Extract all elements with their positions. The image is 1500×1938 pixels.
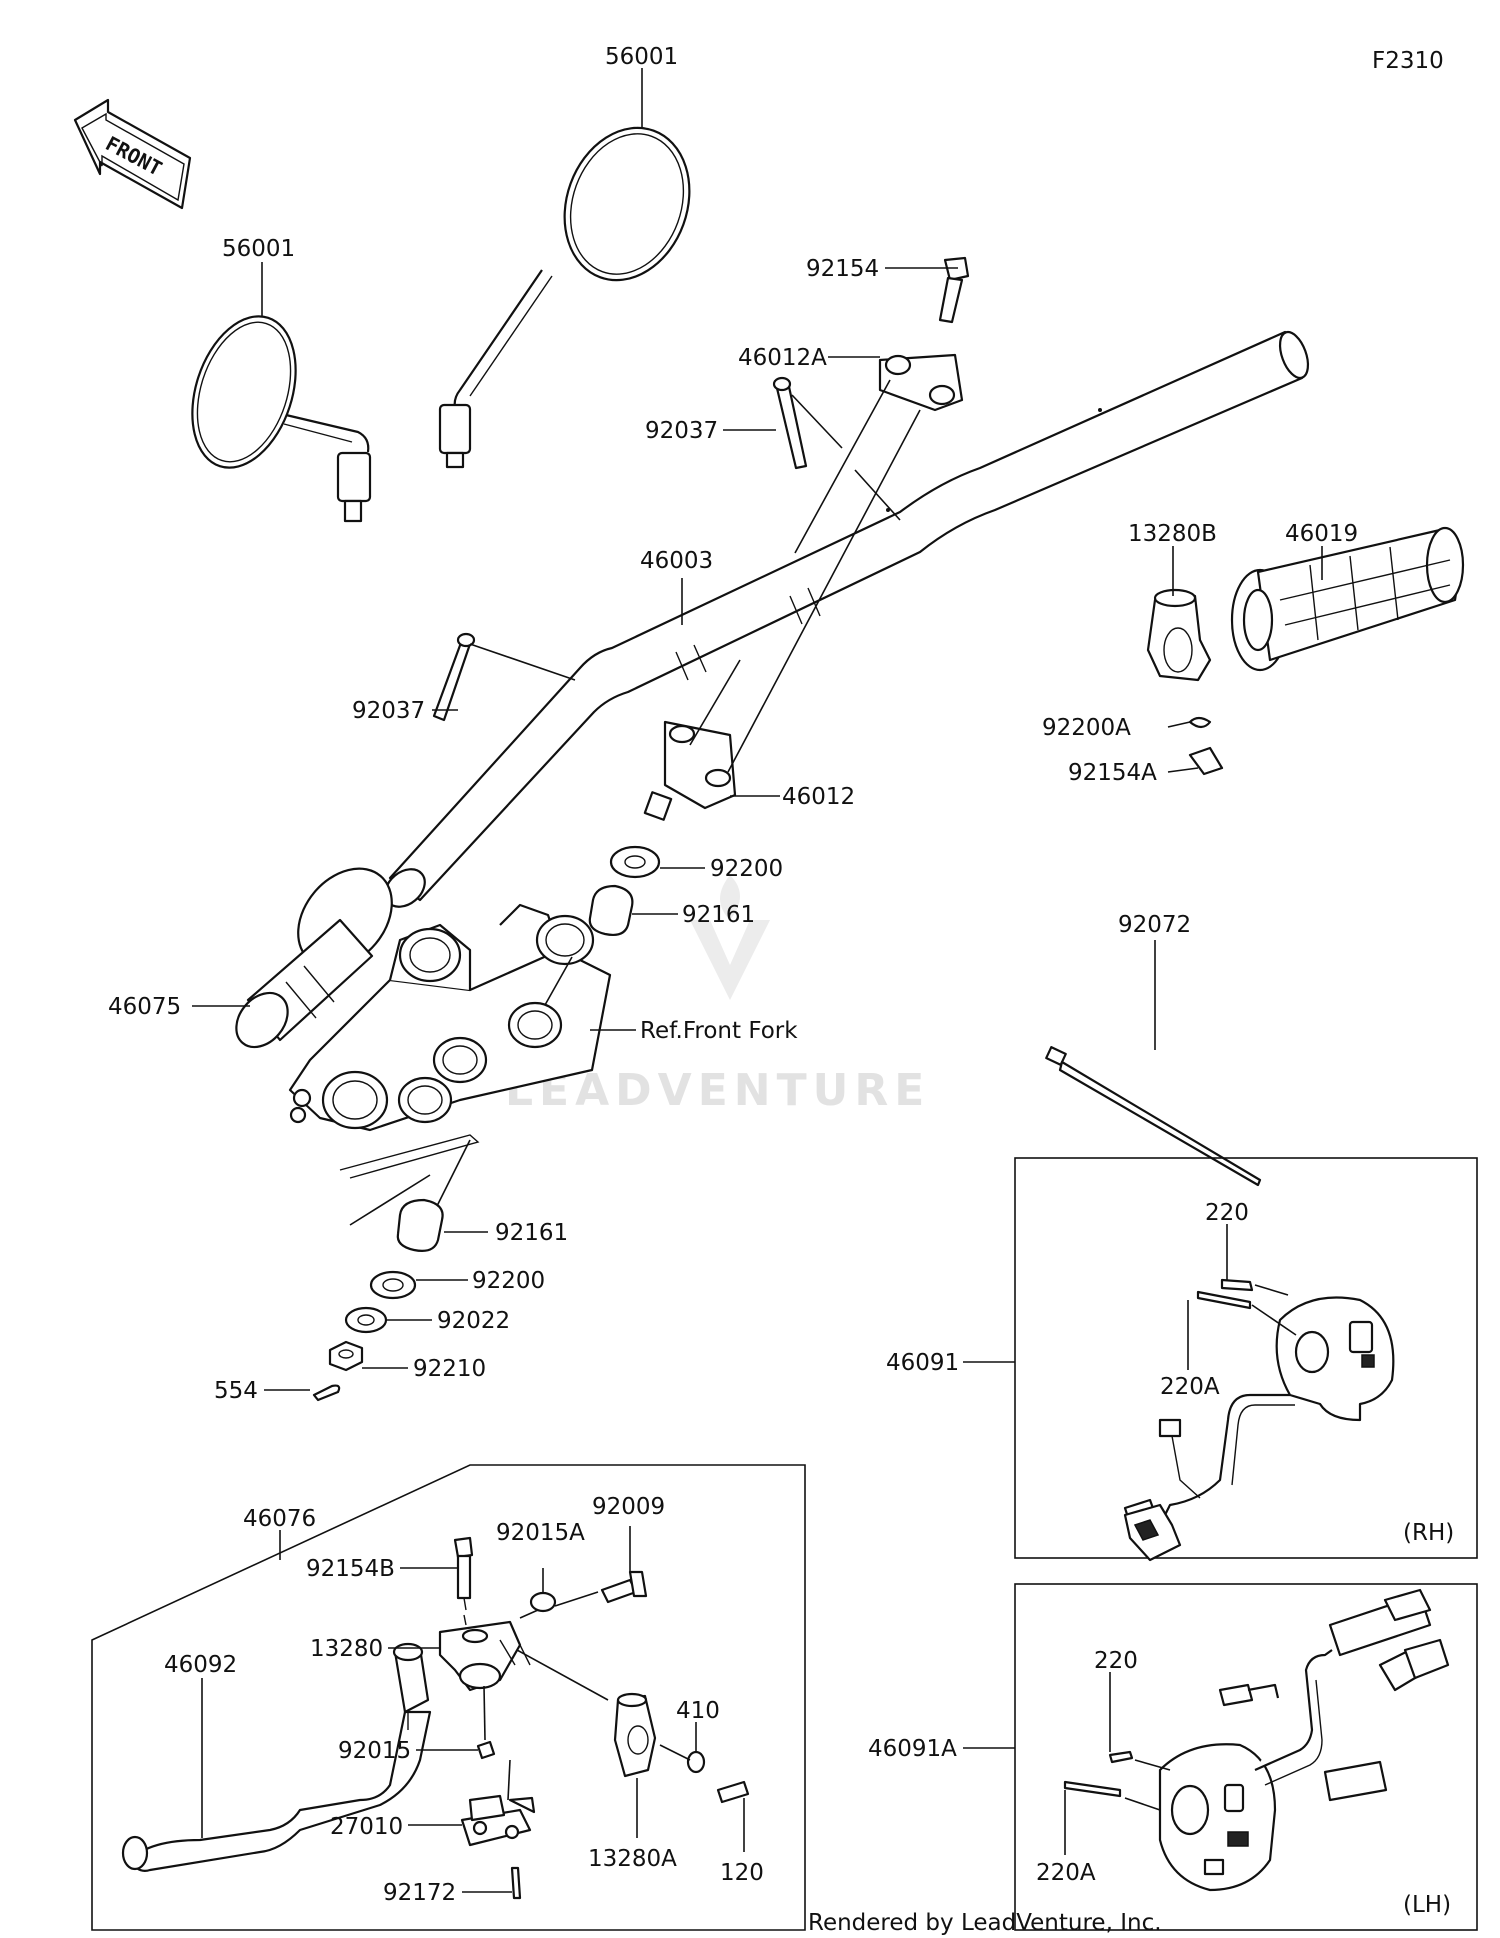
- label-holder-upper: 46012A: [738, 345, 827, 371]
- label-holder-lower: 46012: [782, 784, 855, 810]
- label-switch-rh-assy: 46091: [886, 1350, 959, 1376]
- label-lever: 46092: [164, 1652, 237, 1678]
- label-screw-switch: 92172: [383, 1880, 456, 1906]
- label-washer-c: 92022: [437, 1308, 510, 1334]
- front-arrow-icon: FRONT: [73, 98, 192, 210]
- washer-a: [609, 845, 661, 879]
- clamp-rod-upper: [772, 376, 808, 470]
- label-handlebar: 46003: [640, 548, 713, 574]
- bolt-throttle: [1188, 746, 1224, 776]
- clamp-rod-lower: [432, 632, 476, 722]
- throttle-holder: [1146, 588, 1212, 682]
- label-collar-b: 92161: [495, 1220, 568, 1246]
- screw-clamp: [716, 1780, 750, 1804]
- cotter-pin: [312, 1384, 341, 1402]
- label-screw-rh-a: 220: [1205, 1200, 1249, 1226]
- washer-throttle: [1188, 716, 1212, 729]
- label-washer-410: 410: [676, 1698, 720, 1724]
- label-washer-a: 92200: [710, 856, 783, 882]
- clutch-switch: [460, 1794, 536, 1847]
- label-grip-left: 46075: [108, 994, 181, 1020]
- collar-b: [396, 1198, 444, 1252]
- switch-rh: [1123, 1278, 1395, 1562]
- mirror-left: [191, 315, 372, 523]
- label-side-lh: (LH): [1403, 1892, 1451, 1918]
- label-cable-tie: 92072: [1118, 912, 1191, 938]
- label-grip-throttle: 46019: [1285, 521, 1358, 547]
- label-screw-lh-b: 220A: [1036, 1860, 1096, 1886]
- collar-a: [588, 884, 634, 937]
- label-side-rh: (RH): [1403, 1520, 1454, 1546]
- lever-box: [91, 1464, 806, 1931]
- diagram-code: F2310: [1372, 48, 1444, 74]
- credit-text: Rendered by LeadVenture, Inc.: [808, 1910, 1162, 1936]
- switch-lh-box: [1014, 1583, 1478, 1931]
- handlebar: [384, 330, 1310, 908]
- label-bolt-lever: 92154B: [306, 1556, 395, 1582]
- label-holder-lever: 13280: [310, 1636, 383, 1662]
- washer-c: [344, 1306, 388, 1334]
- label-clamp-upper: 92037: [645, 418, 718, 444]
- label-holder-throttle: 13280B: [1128, 521, 1217, 547]
- label-mirror-left: 56001: [222, 236, 295, 262]
- cable-tie: [1045, 1046, 1262, 1187]
- label-cotter: 554: [214, 1378, 258, 1404]
- label-clamp-lever: 13280A: [588, 1846, 677, 1872]
- label-washer-b: 92200: [472, 1268, 545, 1294]
- bolt-top: [938, 256, 970, 324]
- label-bolt-pivot: 92009: [592, 1494, 665, 1520]
- mirror-right: [438, 126, 691, 469]
- label-ref-front-fork: Ref.Front Fork: [640, 1018, 798, 1044]
- switch-lh: [1158, 1588, 1450, 1892]
- lever-holder: [438, 1620, 531, 1692]
- label-collar-a: 92161: [682, 902, 755, 928]
- fork-bracket: [288, 903, 612, 1226]
- label-bolt-throttle: 92154A: [1068, 760, 1157, 786]
- clamp-lever: [613, 1692, 657, 1778]
- label-screw-clamp: 120: [720, 1860, 764, 1886]
- label-lever-assy: 46076: [243, 1506, 316, 1532]
- screw-switch: [510, 1866, 522, 1900]
- throttle-grip: [1230, 526, 1465, 672]
- callout-labels: 56001 56001 92154 46012A 92037 46003 920…: [108, 44, 1454, 1918]
- label-nut: 92210: [413, 1356, 486, 1382]
- label-clamp-lower: 92037: [352, 698, 425, 724]
- nut-lever: [476, 1740, 496, 1760]
- washer-b: [369, 1270, 417, 1300]
- label-switch-lh-assy: 46091A: [868, 1736, 957, 1762]
- label-bolt-top: 92154: [806, 256, 879, 282]
- holder-upper: [878, 353, 964, 412]
- label-mirror-right: 56001: [605, 44, 678, 70]
- nut: [328, 1340, 364, 1372]
- washer-lever: [529, 1591, 557, 1613]
- switch-rh-box: [1014, 1157, 1478, 1559]
- clutch-lever: [121, 1642, 432, 1872]
- label-washer-throttle: 92200A: [1042, 715, 1131, 741]
- bolt-lever: [453, 1536, 474, 1626]
- label-screw-rh-b: 220A: [1160, 1374, 1220, 1400]
- label-screw-lh-a: 220: [1094, 1648, 1138, 1674]
- label-washer-lever: 92015A: [496, 1520, 585, 1546]
- washer-410: [686, 1750, 706, 1774]
- label-switch-clutch: 27010: [330, 1814, 403, 1840]
- bolt-pivot: [600, 1570, 648, 1604]
- label-nut-lever: 92015: [338, 1738, 411, 1764]
- holder-lower: [643, 720, 737, 821]
